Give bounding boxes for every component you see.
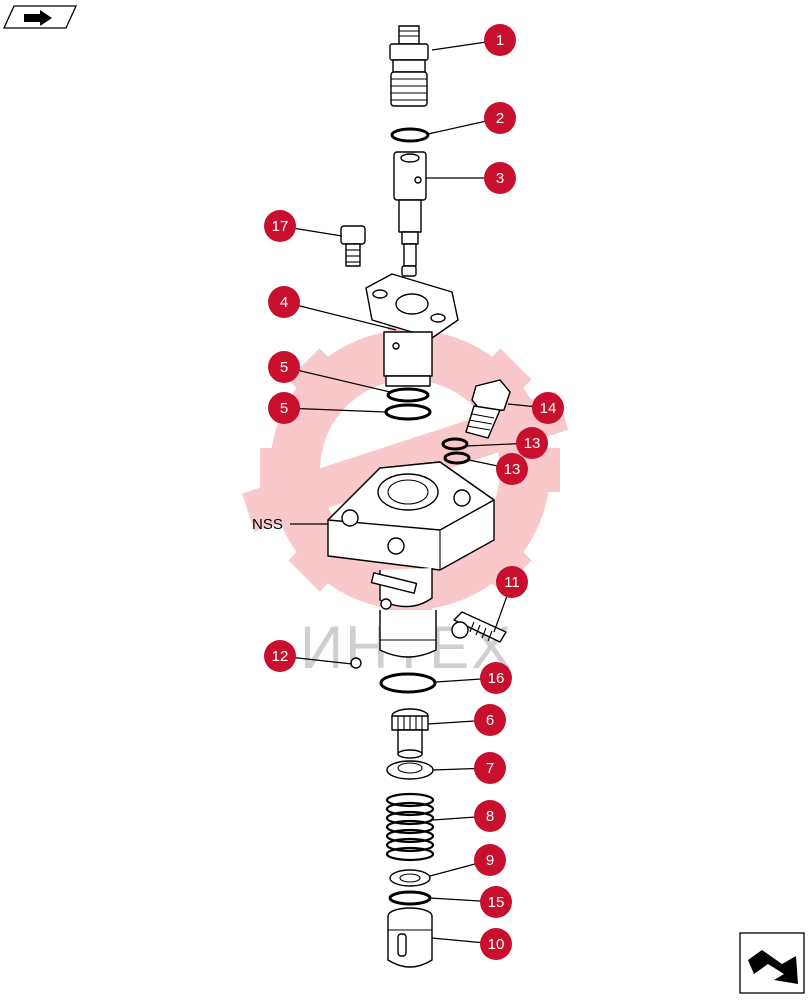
- callout-c4[interactable]: 4: [268, 286, 300, 318]
- callout-c10[interactable]: 10: [480, 928, 512, 960]
- callout-c6[interactable]: 6: [474, 704, 506, 736]
- callout-number: 4: [280, 294, 288, 311]
- leader-line-c5a: [283, 366, 391, 393]
- part-6-control-sleeve: [391, 708, 429, 759]
- part-17-bolt: [340, 225, 366, 267]
- callout-c7[interactable]: 7: [474, 752, 506, 784]
- callout-number: 3: [496, 170, 504, 187]
- leader-line-c5b: [283, 407, 387, 413]
- callout-c3[interactable]: 3: [484, 162, 516, 194]
- callout-number: 9: [486, 852, 494, 869]
- part-14-banjo-bolt: [465, 379, 511, 439]
- nss-label-group: NSS: [252, 516, 328, 533]
- callout-balloon[interactable]: [474, 800, 506, 832]
- part-7-upper-spring-seat: [386, 760, 434, 780]
- callout-balloon[interactable]: [484, 24, 516, 56]
- callout-balloon[interactable]: [496, 566, 528, 598]
- part-5-o-ring-upper: [386, 387, 430, 403]
- callout-number: 8: [486, 808, 494, 825]
- leader-line-c4: [283, 301, 397, 331]
- callout-c5a[interactable]: 5: [268, 351, 300, 383]
- callout-balloon[interactable]: [484, 102, 516, 134]
- part-12-set-screw: [350, 657, 362, 669]
- callout-number: 14: [540, 400, 557, 417]
- callout-balloon[interactable]: [264, 640, 296, 672]
- callout-balloon[interactable]: [474, 752, 506, 784]
- callout-balloon[interactable]: [480, 886, 512, 918]
- callout-c17[interactable]: 17: [264, 210, 296, 242]
- callout-number: 1: [496, 32, 504, 49]
- callout-c14[interactable]: 14: [532, 392, 564, 424]
- callout-number: 11: [504, 574, 520, 591]
- callout-c16[interactable]: 16: [480, 662, 512, 694]
- callout-balloon[interactable]: [516, 427, 548, 459]
- part-5-o-ring-lower: [384, 403, 432, 421]
- callout-number: 13: [524, 435, 541, 452]
- callout-c9[interactable]: 9: [474, 844, 506, 876]
- next-page-arrow-icon[interactable]: [739, 932, 805, 994]
- callout-c13a[interactable]: 13: [516, 427, 548, 459]
- part-15-shim: [388, 890, 432, 906]
- callout-c8[interactable]: 8: [474, 800, 506, 832]
- part-2-o-ring: [390, 127, 430, 143]
- part-4-plunger-barrel: [365, 273, 459, 387]
- callout-number: 16: [488, 670, 505, 687]
- callout-balloon[interactable]: [264, 210, 296, 242]
- part-3-delivery-valve: [393, 151, 427, 277]
- part-10-tappet: [387, 907, 433, 968]
- callout-c2[interactable]: 2: [484, 102, 516, 134]
- nss-label: NSS: [252, 516, 283, 533]
- callout-number: 7: [486, 760, 494, 777]
- callout-c1[interactable]: 1: [484, 24, 516, 56]
- callout-balloon[interactable]: [532, 392, 564, 424]
- callout-c5b[interactable]: 5: [268, 392, 300, 424]
- part-1-delivery-valve-holder: [389, 25, 429, 107]
- callout-balloon[interactable]: [480, 662, 512, 694]
- part-13-washer-upper: [441, 437, 469, 451]
- part-8-plunger-spring: [385, 792, 435, 862]
- callout-number: 12: [272, 648, 289, 665]
- part-9-lower-spring-seat: [389, 869, 431, 887]
- callout-number: 5: [280, 359, 288, 376]
- callout-balloon[interactable]: [268, 286, 300, 318]
- callout-balloon[interactable]: [496, 453, 528, 485]
- callout-c12[interactable]: 12: [264, 640, 296, 672]
- callout-number: 17: [272, 218, 289, 235]
- callout-balloon[interactable]: [480, 928, 512, 960]
- callout-balloon[interactable]: [474, 704, 506, 736]
- callout-balloon[interactable]: [268, 351, 300, 383]
- pump-housing-nss: [327, 461, 495, 658]
- callout-c11[interactable]: 11: [496, 566, 528, 598]
- part-13-washer-lower: [443, 451, 471, 465]
- callout-c13b[interactable]: 13: [496, 453, 528, 485]
- callout-c15[interactable]: 15: [480, 886, 512, 918]
- part-11-control-rack: [451, 611, 507, 643]
- callout-number: 5: [280, 400, 288, 417]
- callout-number: 13: [504, 461, 521, 478]
- callout-number: 10: [488, 936, 505, 953]
- callout-balloon[interactable]: [484, 162, 516, 194]
- part-16-o-ring: [379, 672, 437, 694]
- callout-balloon[interactable]: [268, 392, 300, 424]
- callout-number: 15: [488, 894, 505, 911]
- callout-balloon[interactable]: [474, 844, 506, 876]
- callout-number: 2: [496, 110, 504, 127]
- callout-number: 6: [486, 712, 494, 729]
- back-arrow-icon[interactable]: [2, 5, 78, 29]
